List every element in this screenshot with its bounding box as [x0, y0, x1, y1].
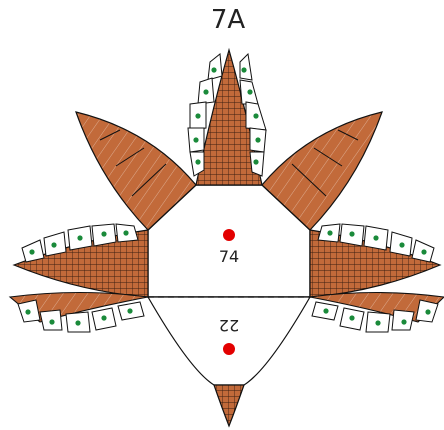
- tab-dot: [247, 89, 253, 95]
- tab-dot: [51, 242, 57, 248]
- upper-right-leaf: [261, 111, 383, 231]
- tab-dot: [425, 309, 431, 315]
- page-title: 7A: [211, 5, 246, 35]
- tab-dot: [77, 235, 83, 241]
- tab-dot: [193, 137, 199, 143]
- tab-dot: [211, 67, 217, 73]
- tab-dot: [195, 113, 201, 119]
- tab-dot: [421, 249, 427, 255]
- upper-left-leaf: [75, 111, 197, 231]
- tab-dot: [401, 319, 407, 325]
- tab-dot: [375, 320, 381, 326]
- tab-dot: [101, 315, 107, 321]
- tab-dot: [349, 315, 355, 321]
- center-label-bottom: 22: [219, 316, 239, 335]
- tab-dot: [49, 319, 55, 325]
- right-petal: [309, 223, 444, 333]
- top-petal: [187, 47, 267, 186]
- tab-dot: [203, 89, 209, 95]
- left-petal: [8, 223, 149, 333]
- tab-dot: [241, 67, 247, 73]
- lower-body: [146, 296, 312, 386]
- tab-dot: [25, 309, 31, 315]
- tab-dot: [327, 230, 333, 236]
- center-label-top: 74: [219, 247, 239, 266]
- tab-dot: [253, 159, 259, 165]
- tab-dot: [373, 235, 379, 241]
- tab-dot: [127, 308, 133, 314]
- center-dot-top: [223, 229, 235, 241]
- tab-dot: [323, 308, 329, 314]
- tab-dot: [195, 159, 201, 165]
- tab-dot: [75, 320, 81, 326]
- tab-dot: [399, 242, 405, 248]
- tab-dot: [253, 113, 259, 119]
- tab-dot: [255, 137, 261, 143]
- tab-dot: [101, 231, 107, 237]
- bottom-petal: [213, 384, 245, 428]
- tab-dot: [123, 230, 129, 236]
- tab-dot: [29, 249, 35, 255]
- tab-dot: [349, 231, 355, 237]
- center-dot-bottom: [223, 343, 235, 355]
